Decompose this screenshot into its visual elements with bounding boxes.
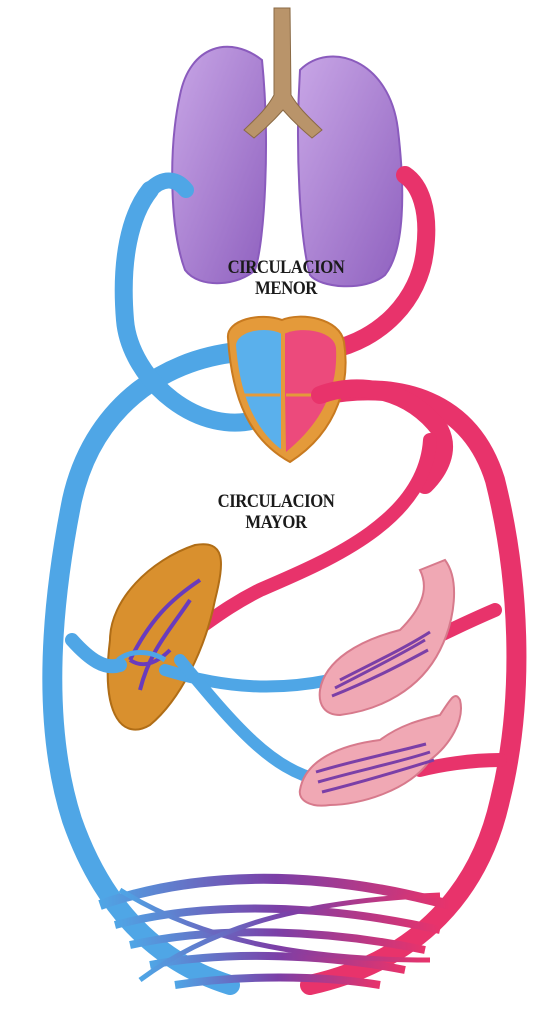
pulmonary-label-line-2: MENOR (207, 278, 365, 299)
intestine-icon (300, 696, 461, 806)
left-lung-icon (172, 47, 266, 283)
artery-to-liver (180, 440, 430, 640)
systemic-label-line-2: MAYOR (197, 512, 355, 533)
pulmonary-circulation-label: CIRCULACION MENOR (207, 257, 365, 299)
right-lung-icon (298, 57, 402, 287)
pulmonary-artery-link (150, 181, 186, 190)
vein-from-intestine (180, 660, 320, 780)
pulmonary-label-line-1: CIRCULACION (207, 257, 365, 278)
systemic-label-line-1: CIRCULACION (197, 491, 355, 512)
systemic-circulation-label: CIRCULACION MAYOR (197, 491, 355, 533)
